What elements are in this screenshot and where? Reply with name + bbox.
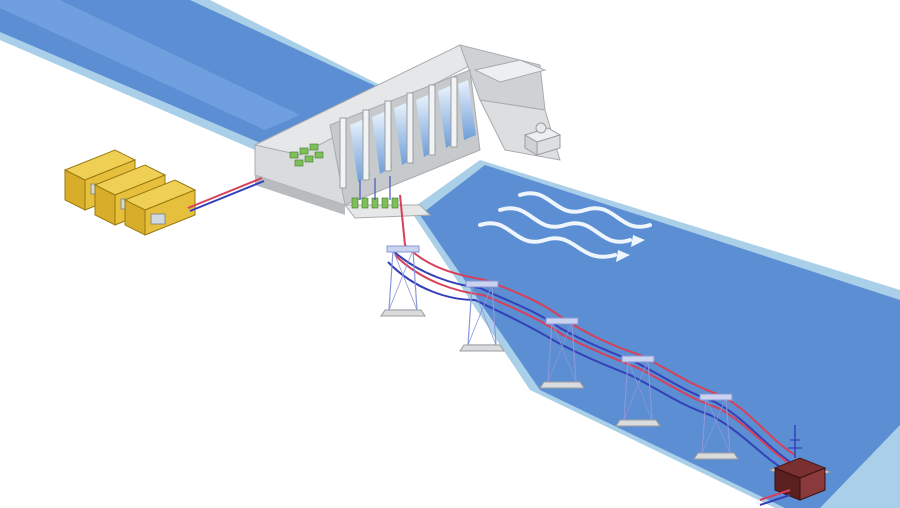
downstream-river bbox=[410, 160, 900, 508]
control-room bbox=[523, 122, 562, 156]
dam-structure bbox=[253, 44, 562, 219]
water-flow-arrows bbox=[478, 191, 652, 262]
outgoing-line bbox=[759, 489, 791, 506]
turbine-modules bbox=[289, 143, 324, 167]
control-buildings bbox=[63, 149, 197, 236]
feeder-line bbox=[187, 177, 265, 212]
power-tower bbox=[380, 245, 739, 460]
upstream-river bbox=[0, 0, 400, 150]
switchyard bbox=[343, 176, 432, 219]
